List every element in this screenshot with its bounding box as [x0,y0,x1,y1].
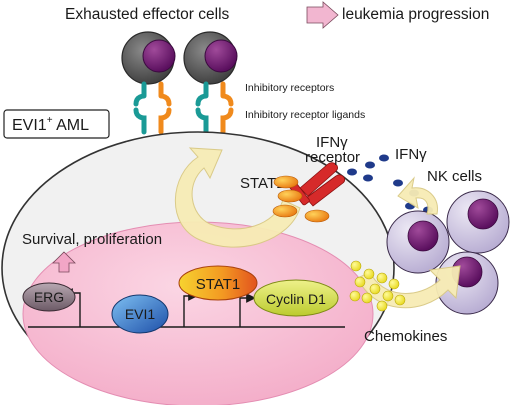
stat1-molecules [272,175,330,223]
inhibitory-ligand-right [195,107,234,135]
effector-cell-right [183,31,238,85]
stat1-cytoplasm-label: STAT1 [240,175,284,192]
chemokine-molecules [349,260,406,312]
chemokines-label: Chemokines [364,328,447,345]
ifng-label: IFNγ [395,146,427,163]
nk-cell-left [386,210,450,274]
gene-cyclin-d1 [253,279,339,317]
survival-up-arrow [52,251,76,273]
title-left: Exhausted effector cells [65,6,230,23]
gene-evi1-label: EVI1 [125,306,156,322]
ifng-receptor-label-2: receptor [305,149,360,166]
gene-stat1 [178,265,258,301]
aml-cell-nucleus [22,221,374,405]
nk-cell-top [446,190,510,254]
signal-loop-arrow [174,147,301,248]
promoter-cyclin [239,293,256,327]
evi1-aml-box [3,109,110,139]
gene-erg-label: ERG [34,289,64,305]
inhibitory-receptors-label: Inhibitory receptors [245,82,334,94]
gene-erg [22,282,76,312]
evi1-aml-label: EVI1+ AML [12,115,89,134]
nk-cells-label: NK cells [427,168,482,185]
inhibitory-receptor-ligands-label: Inhibitory receptor ligands [245,109,365,121]
gene-evi1 [111,294,169,334]
inhibitory-receptor-left [133,81,172,107]
nk-ifng-arrow [397,176,438,215]
gene-stat1-label: STAT1 [196,276,240,293]
title-right: leukemia progression [342,6,489,23]
inhibitory-ligand-left [133,107,172,135]
gene-cyclin-d1-label: Cyclin D1 [266,291,326,307]
ifng-receptor-label-1: IFNγ [316,134,348,151]
inhibitory-receptor-right [195,81,234,107]
survival-proliferation-label: Survival, proliferation [22,231,162,248]
progression-arrow [306,1,339,29]
effector-cell-left [121,31,176,85]
